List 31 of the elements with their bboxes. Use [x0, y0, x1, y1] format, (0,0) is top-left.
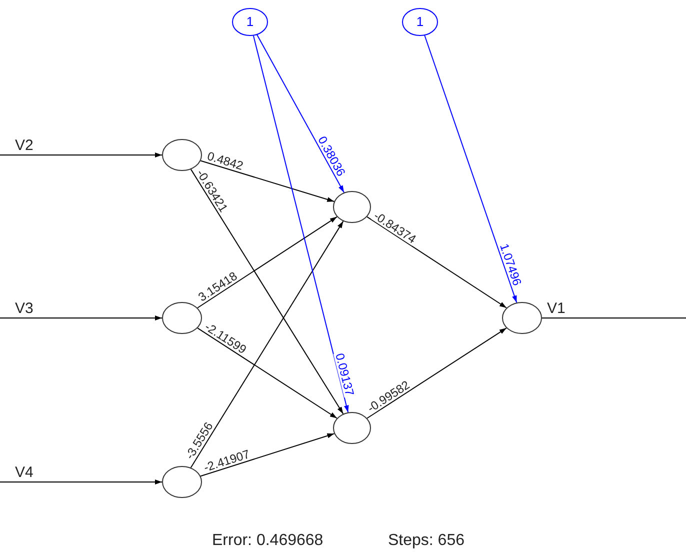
variable-label: V3: [14, 301, 34, 317]
arrow: [190, 168, 344, 414]
arrow: [366, 328, 507, 419]
neuron-circle: [333, 412, 371, 444]
arrow: [197, 328, 338, 419]
arrow: [200, 433, 335, 477]
bias-value: 1: [415, 13, 425, 31]
neuron-circle: [162, 302, 202, 334]
weight-label: 0.09137: [334, 350, 356, 398]
arrow: [0, 152, 162, 158]
arrow: [252, 35, 349, 413]
arrow: [200, 160, 335, 202]
arrow: [0, 316, 162, 320]
arrow: [366, 216, 507, 308]
bias-node: [232, 8, 268, 36]
arrow: [197, 216, 338, 308]
variable-label: V1: [546, 301, 566, 317]
variable-label: V4: [14, 465, 34, 481]
bias-node: [402, 8, 438, 36]
variable-label: V2: [14, 138, 34, 154]
bias-value: 1: [245, 13, 255, 31]
steps-text: Steps: 656: [388, 532, 464, 550]
arrow: [424, 35, 518, 304]
arrow: [256, 34, 344, 193]
neuron-circle: [162, 466, 202, 498]
error-text: Error: 0.469668: [212, 532, 324, 550]
arrow: [0, 480, 162, 484]
arrow: [190, 220, 344, 468]
neuron-circle: [333, 191, 371, 223]
neuron-circle: [162, 139, 202, 171]
neuron-circle: [502, 302, 542, 334]
